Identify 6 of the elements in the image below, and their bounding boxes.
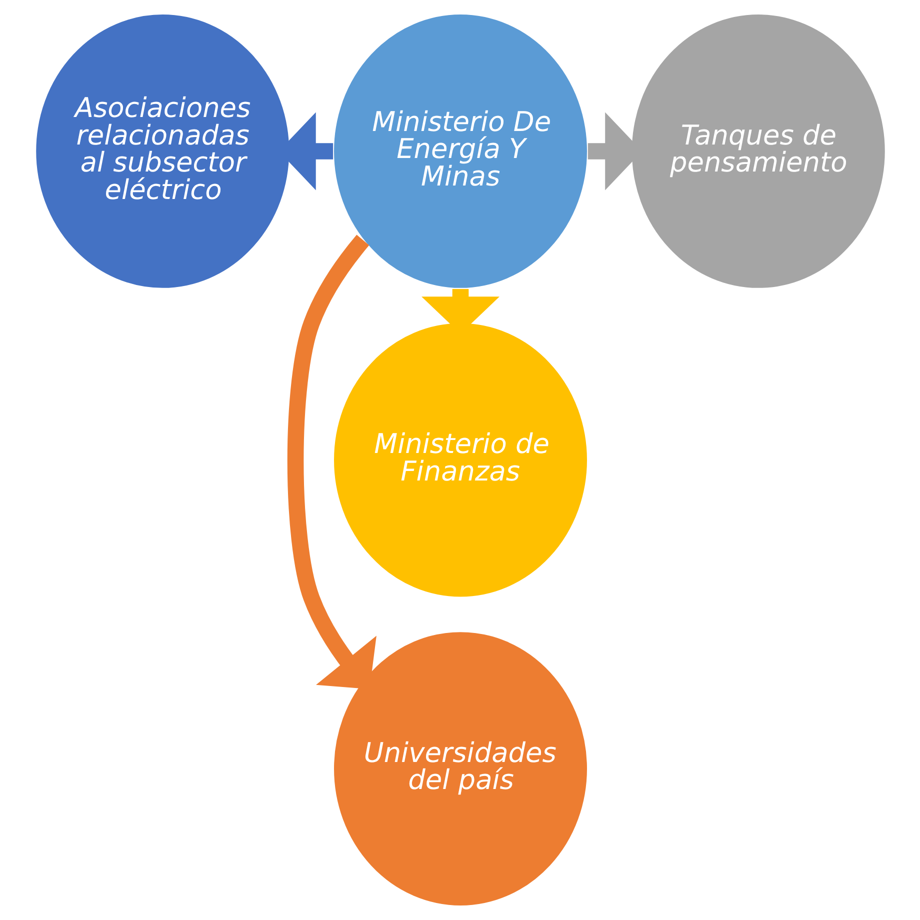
node-circle: Universidades del país (332, 630, 588, 907)
node-circle: Asociaciones relacionadas al subsector eléctrico (34, 13, 290, 290)
node-circle: Tanques de pensamiento (630, 13, 886, 290)
node-circle: Ministerio De Energía Y Minas (332, 13, 588, 290)
arrow (286, 234, 376, 690)
node-circle: Ministerio de Finanzas (332, 322, 588, 598)
